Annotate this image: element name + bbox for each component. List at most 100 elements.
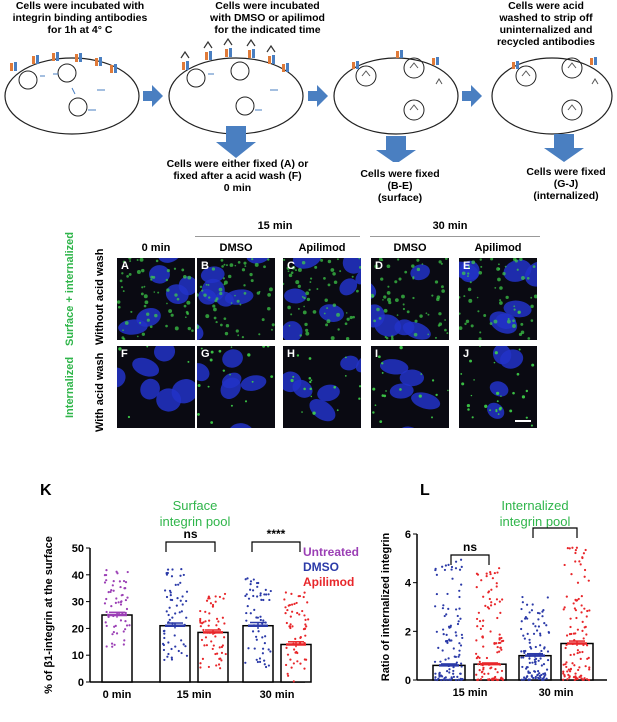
data-point [575, 546, 578, 549]
nucleus [228, 423, 255, 428]
integrin-spot [299, 334, 302, 337]
outcome-line: (G-J) [553, 178, 579, 190]
data-point [574, 632, 577, 635]
data-point [540, 664, 543, 667]
integrin-spot [497, 277, 501, 282]
data-point [215, 617, 219, 620]
data-point [291, 603, 294, 606]
integrin-spot [469, 281, 472, 284]
data-point [479, 678, 483, 681]
data-point [165, 573, 169, 576]
data-point [259, 594, 262, 597]
data-point [296, 660, 299, 663]
data-point [185, 616, 188, 619]
data-point [307, 618, 310, 621]
micrograph-image [283, 258, 361, 340]
data-point [530, 675, 533, 678]
data-point [524, 649, 527, 653]
data-point [269, 650, 272, 653]
data-point [572, 653, 576, 656]
data-point [583, 568, 587, 572]
data-point [491, 577, 494, 580]
data-point [448, 671, 451, 674]
data-point [574, 678, 577, 681]
step-2-line: with DMSO or apilimod [210, 12, 325, 24]
integrin-spot [414, 319, 418, 323]
data-point [445, 678, 448, 681]
integrin-spot [333, 280, 338, 285]
integrin-spot [165, 324, 168, 328]
outcome-line: fixed after a acid wash (F) [173, 170, 302, 182]
step-3-line: Cells were acid [508, 0, 584, 12]
data-point [299, 662, 302, 665]
integrin-spot [530, 319, 534, 322]
integrin-spot [518, 348, 521, 351]
data-point [117, 601, 120, 604]
integrin-spot [237, 260, 241, 264]
data-point [162, 629, 165, 633]
data-point [306, 601, 309, 604]
data-point [119, 585, 122, 589]
data-point [578, 560, 581, 563]
significance-bracket [165, 541, 216, 552]
data-point [304, 618, 307, 621]
nucleus [379, 359, 409, 375]
outcome-line: (internalized) [533, 190, 599, 202]
data-point [296, 611, 299, 615]
row-label-without-acid-wash: Without acid wash [94, 248, 106, 345]
data-point [576, 628, 579, 631]
data-point [434, 672, 437, 675]
data-point [528, 657, 531, 660]
data-point [211, 647, 214, 651]
data-point [303, 591, 306, 594]
integrin-spot [230, 404, 233, 407]
data-point [454, 567, 458, 570]
micrograph-image [197, 258, 275, 340]
nucleus [399, 369, 425, 387]
data-point [496, 571, 499, 574]
data-point [528, 611, 531, 614]
data-point [498, 633, 501, 636]
data-point [568, 675, 571, 678]
chart-k-title-line: Surface [172, 498, 218, 513]
integrin-spot [241, 268, 246, 272]
data-point [245, 611, 248, 615]
row-label-surface-internalized: Surface + internalized [64, 231, 76, 346]
data-point [582, 637, 585, 640]
integrin-spot [215, 320, 218, 324]
data-point [258, 657, 262, 660]
integrin-spot [467, 408, 470, 411]
integrin-spot [187, 275, 192, 280]
integrin-spot [144, 300, 149, 305]
data-point [524, 677, 527, 680]
data-point [457, 678, 460, 681]
data-point [223, 592, 227, 596]
integrin-spot [146, 318, 150, 322]
data-point [485, 575, 488, 578]
integrin-spot [376, 307, 380, 312]
integrin-spot [373, 319, 377, 323]
data-point [540, 649, 543, 653]
step-3-text: Cells were acid washed to strip off unin… [475, 0, 617, 48]
data-point [293, 602, 296, 605]
data-point [520, 607, 523, 611]
step-2-line: Cells were incubated [215, 0, 320, 12]
cell-1 [4, 52, 140, 135]
data-point [459, 672, 462, 675]
integrin-spot [141, 286, 144, 289]
integrin-spot [213, 307, 217, 312]
data-point [526, 617, 529, 620]
integrin-spot [292, 375, 295, 378]
data-point [204, 610, 207, 613]
data-point [493, 603, 497, 606]
integrin-spot [383, 394, 387, 398]
integrin-spot [305, 328, 309, 333]
data-point [107, 615, 110, 618]
integrin-spot [381, 371, 384, 374]
micrograph-panel: J [459, 346, 537, 428]
integrin-spot [404, 270, 408, 274]
data-point [171, 598, 174, 602]
nucleus [240, 375, 267, 391]
data-point [477, 611, 480, 614]
data-point [475, 572, 479, 575]
